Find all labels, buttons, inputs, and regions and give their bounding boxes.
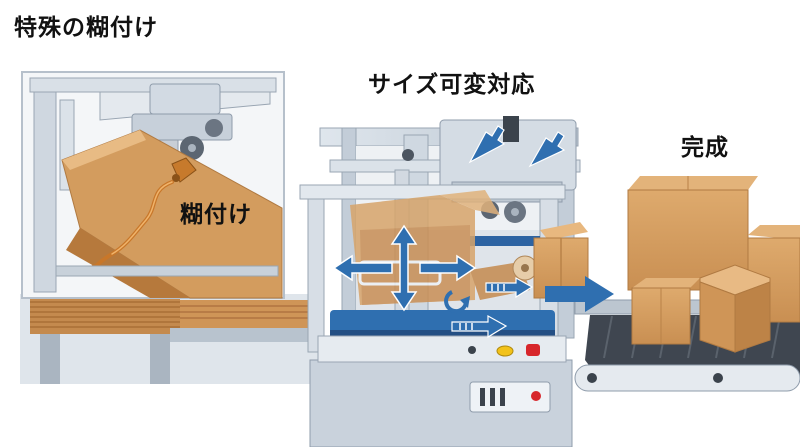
- output-arrow-icon: [545, 276, 614, 312]
- forming-box: [350, 190, 538, 305]
- move-arrows-icon: [332, 224, 477, 312]
- press-arrow-icon: [468, 125, 566, 168]
- glue-inset: [21, 71, 285, 299]
- title-label: 特殊の糊付け: [14, 15, 158, 41]
- striped-arrows-icon: [451, 276, 534, 339]
- finished-boxes: [627, 176, 800, 353]
- red-indicator: [531, 391, 541, 401]
- control-buttons[interactable]: [468, 344, 541, 401]
- complete-label: 完成: [681, 135, 729, 161]
- red-button: [526, 344, 540, 356]
- lever-knob: [468, 346, 476, 354]
- inner-belt: [330, 310, 555, 338]
- rotate-arrow-icon: [444, 290, 470, 314]
- board-stack: [20, 294, 320, 384]
- size-adjust-label: サイズ可変対応: [368, 72, 536, 98]
- glue-label: 糊付け: [180, 202, 252, 228]
- yellow-button: [496, 345, 514, 357]
- machine-base: [309, 335, 573, 447]
